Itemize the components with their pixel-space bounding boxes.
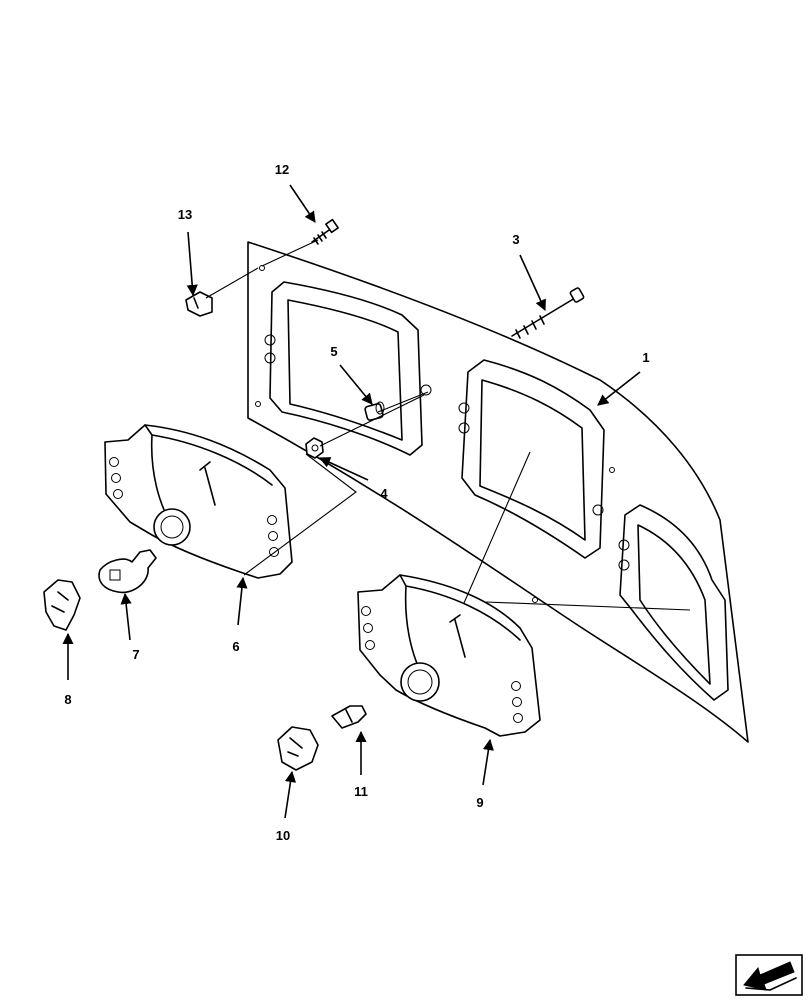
callout-11: 11 [354, 784, 368, 799]
screw [311, 218, 339, 245]
callout-3: 3 [512, 232, 519, 247]
callout-6: 6 [232, 639, 239, 654]
bulb-socket [43, 579, 81, 631]
leader-lines [205, 239, 691, 611]
callout-13: 13 [178, 207, 192, 222]
callout-7: 7 [132, 647, 139, 662]
marker-bulb [331, 705, 367, 729]
callout-9: 9 [476, 795, 483, 810]
headlamp-housing-right [357, 574, 541, 737]
headlamp-bulb [98, 549, 157, 594]
callout-8: 8 [64, 692, 71, 707]
callout-arrows [62, 184, 641, 819]
callout-10: 10 [276, 828, 290, 843]
clip [185, 291, 213, 317]
headlamp-housing-left [104, 424, 293, 579]
panel-window-middle [458, 359, 605, 559]
next-page-arrow-icon[interactable] [735, 954, 803, 996]
callout-labels: 1 3 4 5 6 7 8 9 10 11 12 13 [64, 162, 649, 843]
callout-1: 1 [642, 350, 649, 365]
marker-socket [277, 726, 319, 771]
callout-4: 4 [380, 486, 388, 501]
callout-12: 12 [275, 162, 289, 177]
panel-window-right [618, 504, 729, 701]
nut [305, 437, 324, 459]
long-bolt [511, 287, 585, 339]
panel-window-left [264, 281, 432, 456]
callout-5: 5 [330, 344, 337, 359]
